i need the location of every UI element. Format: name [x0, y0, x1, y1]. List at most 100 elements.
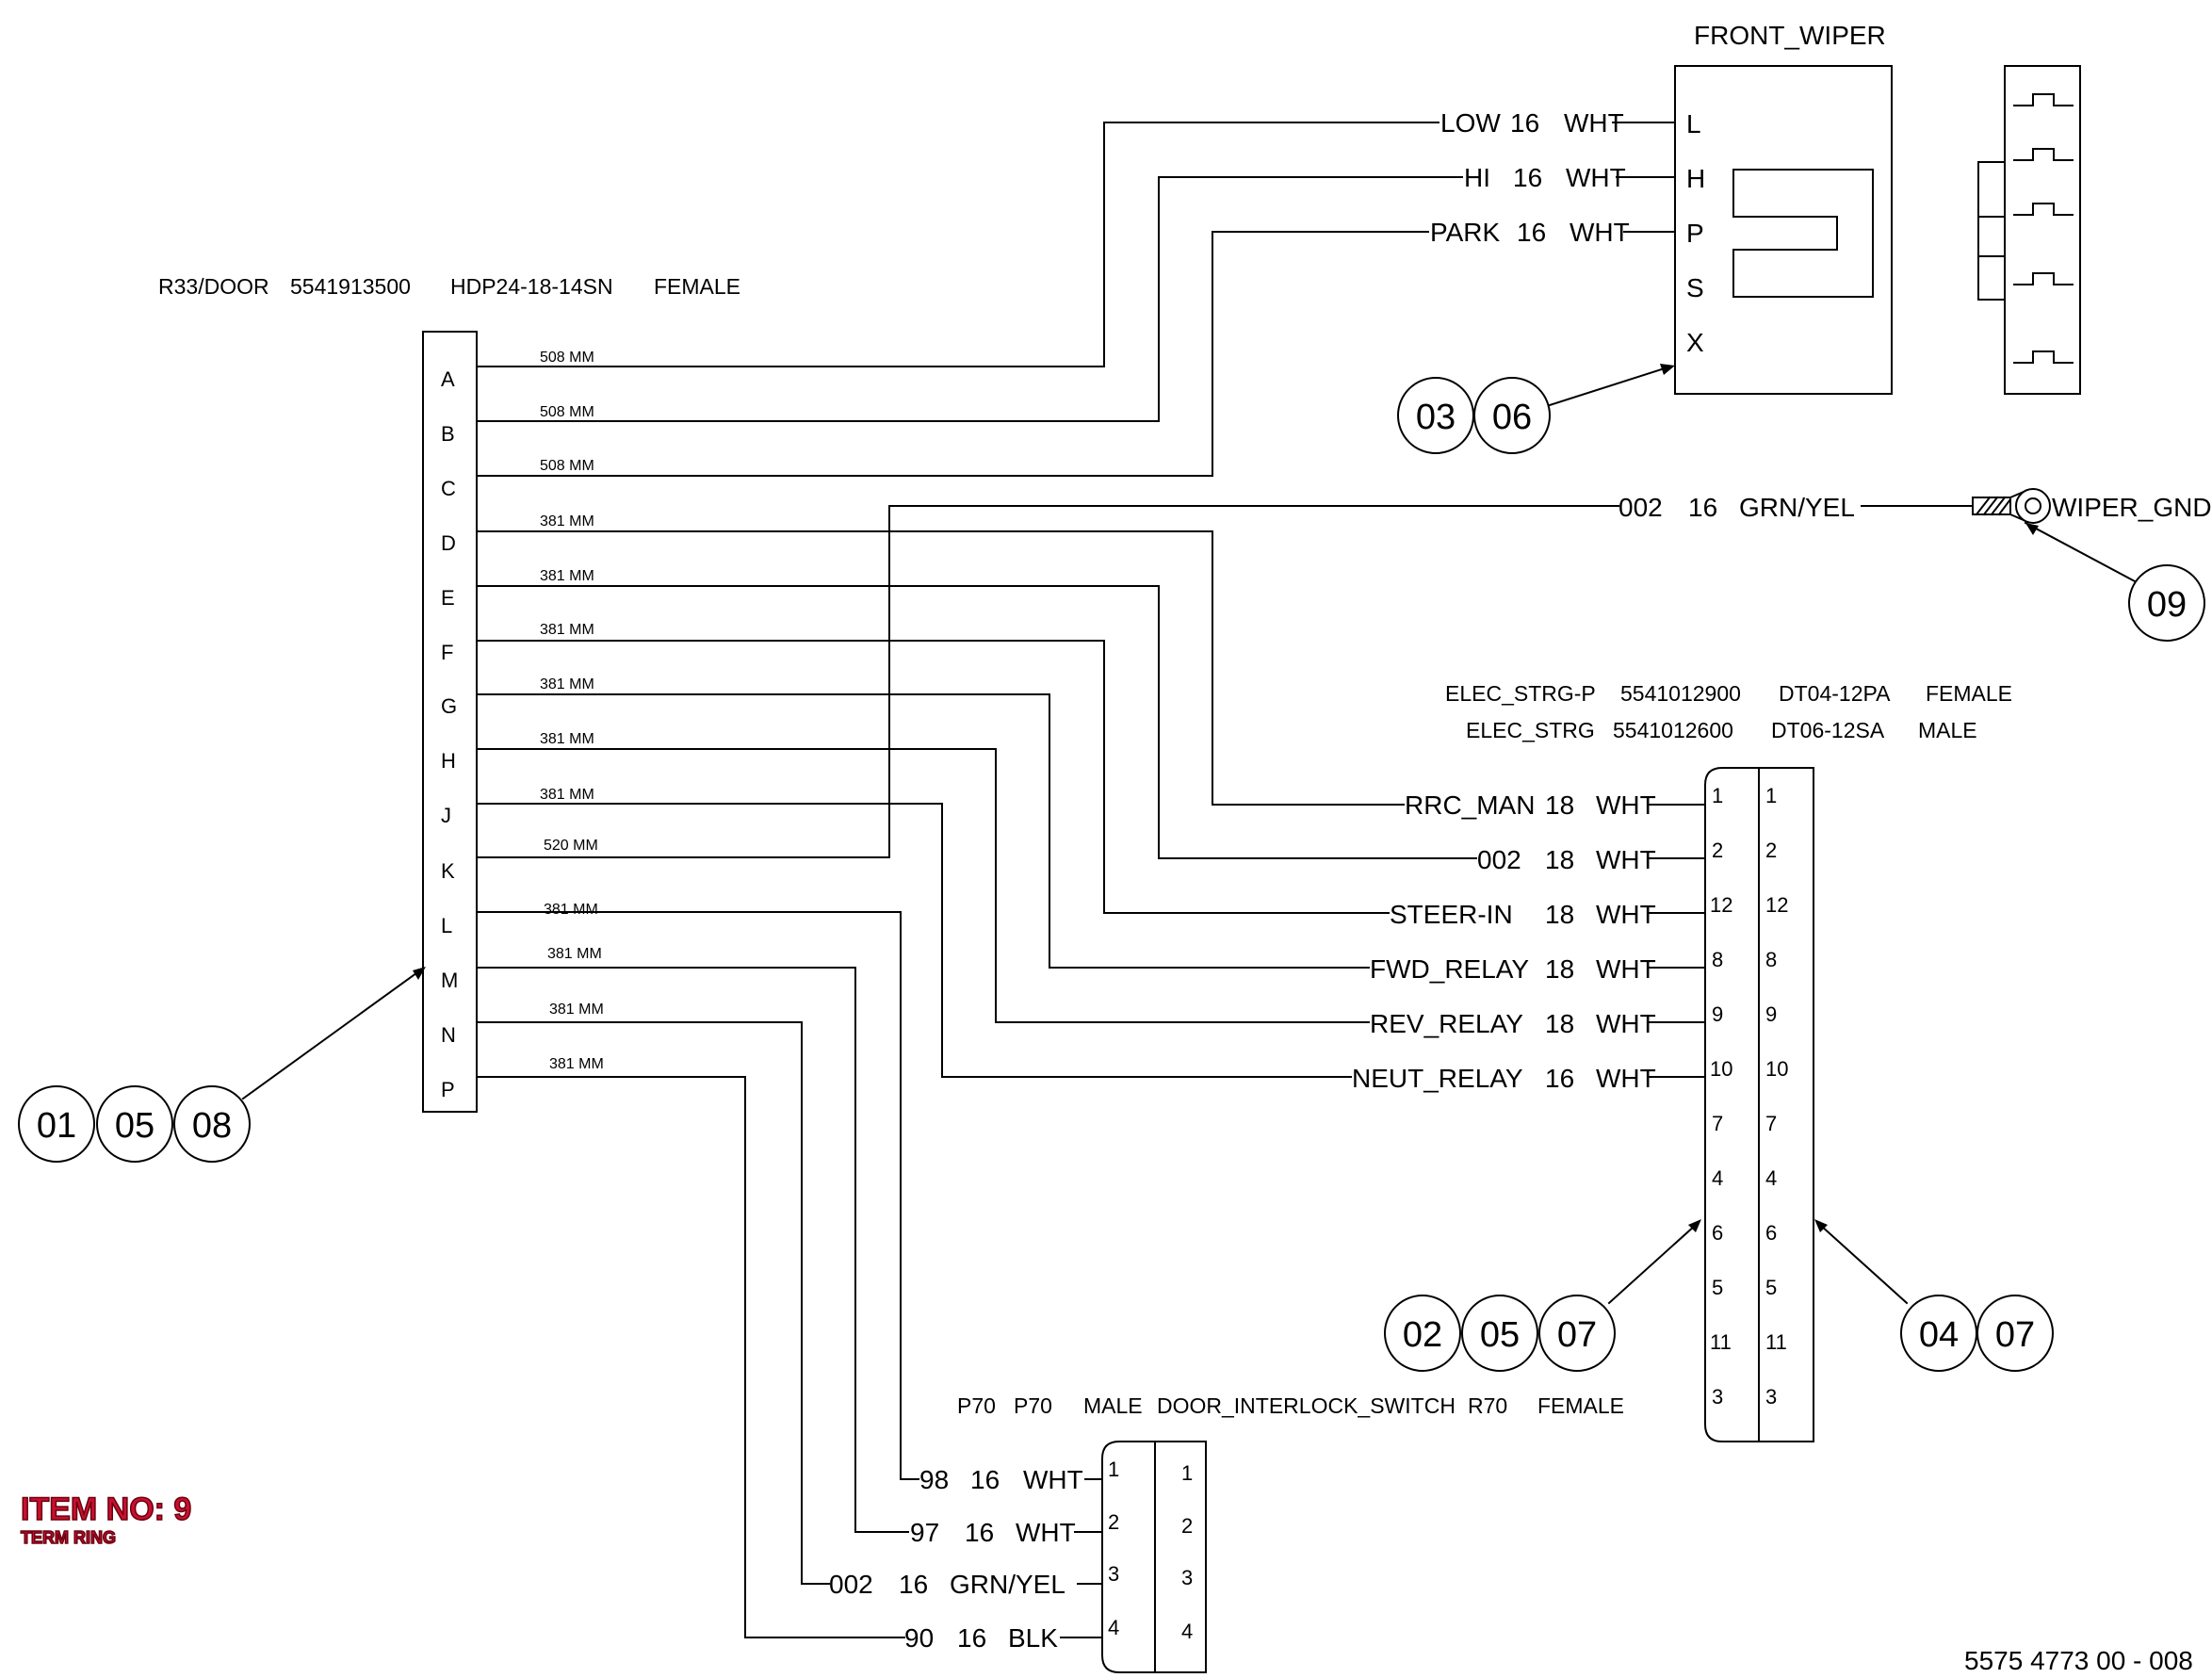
wiper-pin-label: S	[1686, 273, 1704, 302]
door-pin-label: L	[441, 914, 452, 937]
wire-color: BLK	[1008, 1623, 1058, 1653]
wiper-motor-symbol	[1732, 169, 1874, 298]
wire-a-low	[476, 122, 1439, 367]
interlock-header-d: DOOR_INTERLOCK_SWITCH	[1157, 1393, 1456, 1418]
door-pin-label: E	[441, 586, 455, 610]
wire-color: WHT	[1596, 900, 1656, 929]
wire-e-002	[476, 585, 1477, 859]
strg-pin-left: 4	[1712, 1166, 1723, 1190]
strg-pin-left: 12	[1710, 893, 1732, 917]
wire-length: 381 MM	[549, 1002, 604, 1018]
wire-gauge: 18	[1545, 900, 1574, 929]
elec-strg-p-gender: FEMALE	[1926, 681, 2012, 706]
door-pin-label: G	[441, 694, 457, 718]
wire-gauge: 18	[1545, 845, 1574, 874]
item-number: ITEM NO: 9	[21, 1491, 191, 1527]
wire-gauge: 16	[965, 1518, 994, 1547]
wire-length: 381 MM	[540, 568, 594, 584]
door-pin-label: N	[441, 1023, 456, 1047]
strg-pin-left: 3	[1712, 1385, 1723, 1409]
wire-length: 381 MM	[547, 946, 602, 962]
wire-gauge: 16	[1513, 163, 1542, 192]
wire-signal: NEUT_RELAY	[1352, 1064, 1523, 1093]
strg-pin-right: 11	[1765, 1330, 1787, 1354]
callout-number: 02	[1403, 1315, 1442, 1355]
item-description: TERM RING	[21, 1528, 116, 1547]
gnd-label: WIPER_GND	[2052, 493, 2212, 522]
door-connector-gender: FEMALE	[654, 274, 740, 299]
interlock-header-e: R70	[1468, 1393, 1507, 1418]
door-pin-label: K	[441, 859, 455, 883]
wire-m-97	[476, 967, 909, 1533]
wire-length: 381 MM	[544, 902, 598, 918]
callout-bubble	[173, 1085, 251, 1163]
wire-f-steer	[476, 640, 1390, 914]
wire-length: 381 MM	[540, 622, 594, 638]
elec-strg-p-model: DT04-12PA	[1779, 681, 1891, 706]
callout-bubble	[1976, 1295, 2054, 1372]
strg-pin-left: 2	[1712, 839, 1723, 862]
strg-pin-right: 1	[1765, 784, 1777, 807]
strg-pin-left: 5	[1712, 1276, 1723, 1299]
drawing-number: 5575 4773 00 - 008	[1964, 1646, 2193, 1675]
callout-number: 04	[1919, 1315, 1959, 1355]
wiper-pin-label: X	[1686, 328, 1704, 357]
callout-bubble	[1538, 1295, 1616, 1372]
strg-pin-right: 8	[1765, 948, 1777, 971]
callout-number: 07	[1995, 1315, 2035, 1355]
wire-gauge: 16	[1510, 108, 1539, 138]
wire-c-park	[476, 231, 1429, 477]
callout-front-wiper: 03 06	[1397, 364, 1675, 454]
strg-pin-right: 10	[1765, 1057, 1788, 1081]
wire-gauge: 16	[899, 1570, 928, 1599]
wire-d-rrc	[476, 530, 1405, 806]
strg-pin-right: 9	[1765, 1002, 1777, 1026]
wire-l-98	[476, 911, 919, 1480]
door-pin-label: C	[441, 477, 456, 500]
elec-strg-name: ELEC_STRG	[1466, 718, 1595, 742]
callout-bubble	[2128, 564, 2205, 642]
callout-number: 03	[1416, 398, 1456, 437]
wire-color: WHT	[1023, 1465, 1083, 1494]
wiper-pin-label: H	[1686, 164, 1705, 193]
strg-pin-left: 11	[1710, 1330, 1732, 1354]
elec-strg-model: DT06-12SA	[1771, 718, 1885, 742]
interlock-pin-right: 2	[1181, 1514, 1193, 1538]
wire-k-gnd	[476, 505, 1619, 858]
gnd-gauge: 16	[1688, 493, 1717, 522]
door-connector	[422, 331, 478, 1113]
callout-bubble	[1384, 1295, 1461, 1372]
wire-signal: FWD_RELAY	[1370, 954, 1529, 984]
callout-number: 06	[1492, 398, 1532, 437]
door-connector-name: R33/DOOR	[158, 274, 269, 299]
wire-signal: 002	[829, 1570, 873, 1599]
wire-length: 381 MM	[540, 676, 594, 692]
wire-signal: 98	[919, 1465, 949, 1494]
wire-length: 508 MM	[540, 404, 594, 420]
wiper-pin-label: P	[1686, 219, 1704, 248]
elec-strg-gender: MALE	[1918, 718, 1977, 742]
strg-pin-right: 3	[1765, 1385, 1777, 1409]
door-pin-label: A	[441, 367, 455, 391]
wire-color: WHT	[1596, 954, 1656, 984]
callout-number: 08	[192, 1106, 232, 1146]
callout-number: 05	[115, 1106, 155, 1146]
wire-signal: PARK	[1430, 218, 1500, 247]
strg-pin-left: 7	[1712, 1112, 1723, 1135]
callout-number: 05	[1480, 1315, 1520, 1355]
wire-lengths: 508 MM 508 MM 508 MM 381 MM 381 MM 381 M…	[540, 350, 604, 1072]
strg-pin-right: 12	[1765, 893, 1788, 917]
wire-color: GRN/YEL	[950, 1570, 1065, 1599]
wiper-gnd: 002 16 GRN/YEL WIPER_GND 09	[1618, 488, 2212, 642]
gnd-signal: 002	[1618, 493, 1663, 522]
strg-pin-left: 9	[1712, 1002, 1723, 1026]
interlock-pin-left: 2	[1108, 1510, 1119, 1534]
interlock-pin-left: 3	[1108, 1562, 1119, 1586]
wire-gauge: 18	[1545, 954, 1574, 984]
wire-signal: 97	[910, 1518, 939, 1547]
callout-number: 09	[2147, 585, 2187, 625]
strg-pin-left: 1	[1712, 784, 1723, 807]
interlock-pin-right: 4	[1181, 1620, 1193, 1643]
wire-gauge: 18	[1545, 790, 1574, 820]
